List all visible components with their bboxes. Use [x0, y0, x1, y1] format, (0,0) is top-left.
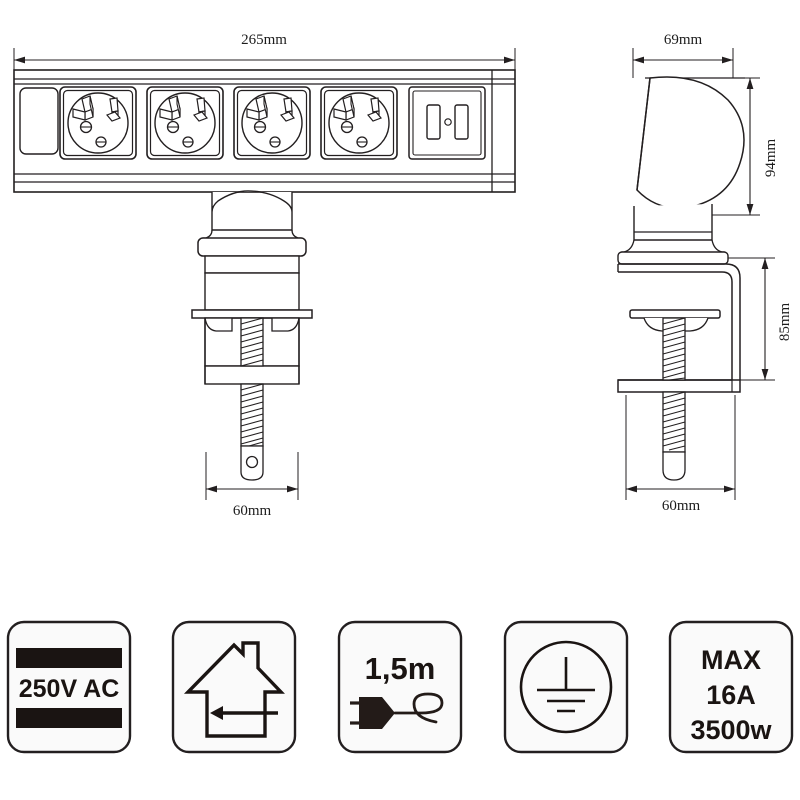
front-view-width-dimension: [13, 48, 516, 76]
side-clamp-height-label: 85mm: [777, 303, 793, 342]
max-rating-icon: MAX 16A 3500w: [668, 620, 794, 754]
indoor-use-icon: [171, 620, 297, 754]
side-view-clamp: [617, 239, 741, 481]
side-view-body: [633, 76, 745, 241]
switch-panel: [408, 86, 486, 160]
cable-length-label: 1,5m: [365, 651, 436, 686]
front-clamp-width-dimension: [205, 452, 299, 500]
max-rating-line1: MAX: [701, 645, 761, 675]
side-view-width-dimension: [632, 48, 734, 78]
earth-ground-icon: [503, 620, 629, 754]
voltage-label: 250V AC: [19, 675, 120, 703]
side-width-label: 69mm: [664, 32, 703, 48]
front-clamp-width-label: 60mm: [233, 503, 272, 519]
arrow-into-house-icon: [210, 706, 278, 720]
max-rating-line3: 3500w: [690, 715, 772, 745]
voltage-icon: 250V AC: [6, 620, 132, 754]
front-view-body: [13, 69, 516, 193]
max-rating-line2: 16A: [706, 680, 756, 710]
front-width-label: 265mm: [241, 32, 287, 48]
side-height-label: 94mm: [763, 139, 779, 178]
side-clamp-width-dimension: [625, 395, 736, 500]
plug-icon: [350, 692, 444, 729]
cable-length-icon: 1,5m: [337, 620, 463, 754]
side-clamp-width-label: 60mm: [662, 498, 701, 514]
front-view-clamp: [191, 190, 313, 481]
